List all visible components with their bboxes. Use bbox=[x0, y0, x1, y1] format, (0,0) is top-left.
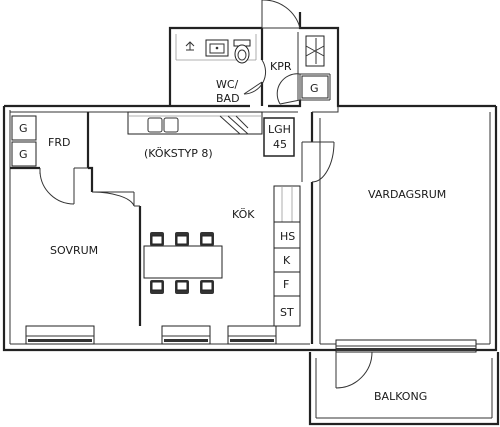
appliance-label-g-frd-1: G bbox=[19, 122, 28, 135]
vardagsrum-door bbox=[301, 141, 335, 183]
kitchen-appliance-column bbox=[273, 185, 301, 327]
chair-top-3 bbox=[200, 232, 214, 246]
appliance-label-g-hall: G bbox=[310, 82, 319, 95]
wc-door bbox=[243, 59, 267, 95]
labels: WC/ BAD KPR FRD (KÖKSTYP 8) LGH 45 SOVRU… bbox=[19, 60, 446, 403]
apartment-number-line2: 45 bbox=[273, 138, 287, 151]
room-label-vardagsrum: VARDAGSRUM bbox=[368, 188, 446, 201]
kpr-door bbox=[276, 73, 301, 105]
doors bbox=[39, 0, 373, 389]
chair-bottom-1 bbox=[150, 280, 164, 294]
balkong-door bbox=[335, 351, 373, 389]
window-kok-1 bbox=[161, 325, 211, 345]
window-kok-2 bbox=[227, 325, 277, 345]
chair-top-2 bbox=[175, 232, 189, 246]
bathroom-fixtures bbox=[175, 32, 325, 100]
appliance-label-st: ST bbox=[280, 306, 294, 319]
room-label-bad: BAD bbox=[216, 92, 240, 105]
appliance-label-k: K bbox=[283, 254, 291, 267]
chair-top-1 bbox=[150, 232, 164, 246]
room-label-wc: WC/ bbox=[216, 78, 239, 91]
toilet-icon bbox=[233, 39, 251, 64]
appliance-label-hs: HS bbox=[280, 230, 295, 243]
apartment-number-box bbox=[263, 117, 295, 157]
walls bbox=[2, 12, 498, 352]
entrance-door bbox=[261, 0, 301, 29]
appliance-label-f: F bbox=[283, 278, 289, 291]
kitchen-type-label: (KÖKSTYP 8) bbox=[144, 147, 213, 160]
window-vardagsrum bbox=[335, 339, 477, 353]
frd-door bbox=[39, 167, 88, 205]
dining-set bbox=[143, 232, 223, 294]
appliance-label-g-frd-2: G bbox=[19, 148, 28, 161]
chair-bottom-2 bbox=[175, 280, 189, 294]
windows bbox=[25, 325, 477, 353]
balcony bbox=[308, 352, 500, 426]
room-label-frd: FRD bbox=[48, 136, 70, 149]
kitchen-counter bbox=[127, 111, 263, 135]
sovrum-door bbox=[91, 191, 135, 207]
chair-bottom-3 bbox=[200, 280, 214, 294]
room-label-kok: KÖK bbox=[232, 208, 255, 221]
washer-icon bbox=[305, 35, 325, 67]
window-sovrum bbox=[25, 325, 95, 345]
room-label-kpr: KPR bbox=[270, 60, 292, 73]
frd-storage bbox=[11, 115, 37, 167]
apartment-number-line1: LGH bbox=[268, 123, 291, 136]
room-label-sovrum: SOVRUM bbox=[50, 244, 98, 257]
shower-icon bbox=[185, 41, 195, 51]
room-label-balkong: BALKONG bbox=[374, 390, 427, 403]
hall-storage-box bbox=[301, 75, 329, 99]
sink-icon bbox=[205, 39, 229, 57]
